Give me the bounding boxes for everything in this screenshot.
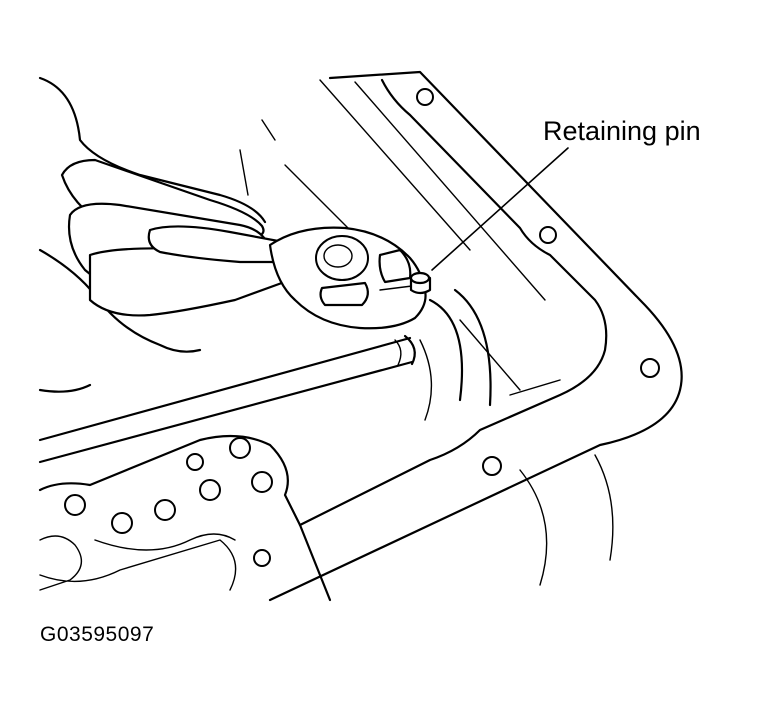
retaining-pin-top (409, 271, 431, 285)
tube (419, 339, 433, 421)
plate-hole (64, 494, 86, 516)
bolt-hole (640, 358, 660, 378)
plate-hole (229, 437, 251, 459)
tube (428, 298, 464, 402)
plate-contour (39, 535, 83, 591)
pliers-pivot-inner (323, 244, 353, 268)
pan-flange-inner (298, 78, 608, 527)
rod (38, 336, 412, 442)
pan-flange-outer (268, 70, 683, 602)
plate-contour (94, 533, 236, 551)
plate-hole (154, 499, 176, 521)
plate-hole (251, 471, 273, 493)
rod (38, 360, 414, 464)
bolt-hole (416, 88, 434, 106)
bolt-hole (482, 456, 502, 476)
pan-wall-line (509, 379, 561, 396)
pan-bottom-edge (519, 469, 548, 586)
hand (38, 76, 267, 393)
rod-end (394, 339, 402, 366)
tube (453, 288, 492, 407)
plate-hole (186, 453, 204, 471)
bolt-hole (539, 226, 557, 244)
callout-leader-line (431, 147, 569, 271)
pliers-jaw (319, 281, 369, 307)
pan-bottom-edge (594, 454, 614, 561)
separator-plate (38, 434, 302, 527)
pan-wall-line (284, 164, 351, 231)
pan-bottom-edge (298, 523, 332, 602)
separator-plate (39, 539, 237, 591)
plate-hole (111, 512, 133, 534)
bolt-hole (253, 549, 271, 567)
pan-wall-line (239, 149, 249, 196)
pan-wall-line (354, 81, 546, 301)
pan-wall-line (319, 79, 471, 251)
rod-end (403, 334, 416, 366)
pan-wall-line (459, 319, 521, 391)
callout-label-retaining-pin: Retaining pin (543, 116, 701, 146)
figure-id: G03595097 (40, 623, 155, 646)
plate-hole (199, 479, 221, 501)
pan-wall-line (261, 119, 276, 141)
